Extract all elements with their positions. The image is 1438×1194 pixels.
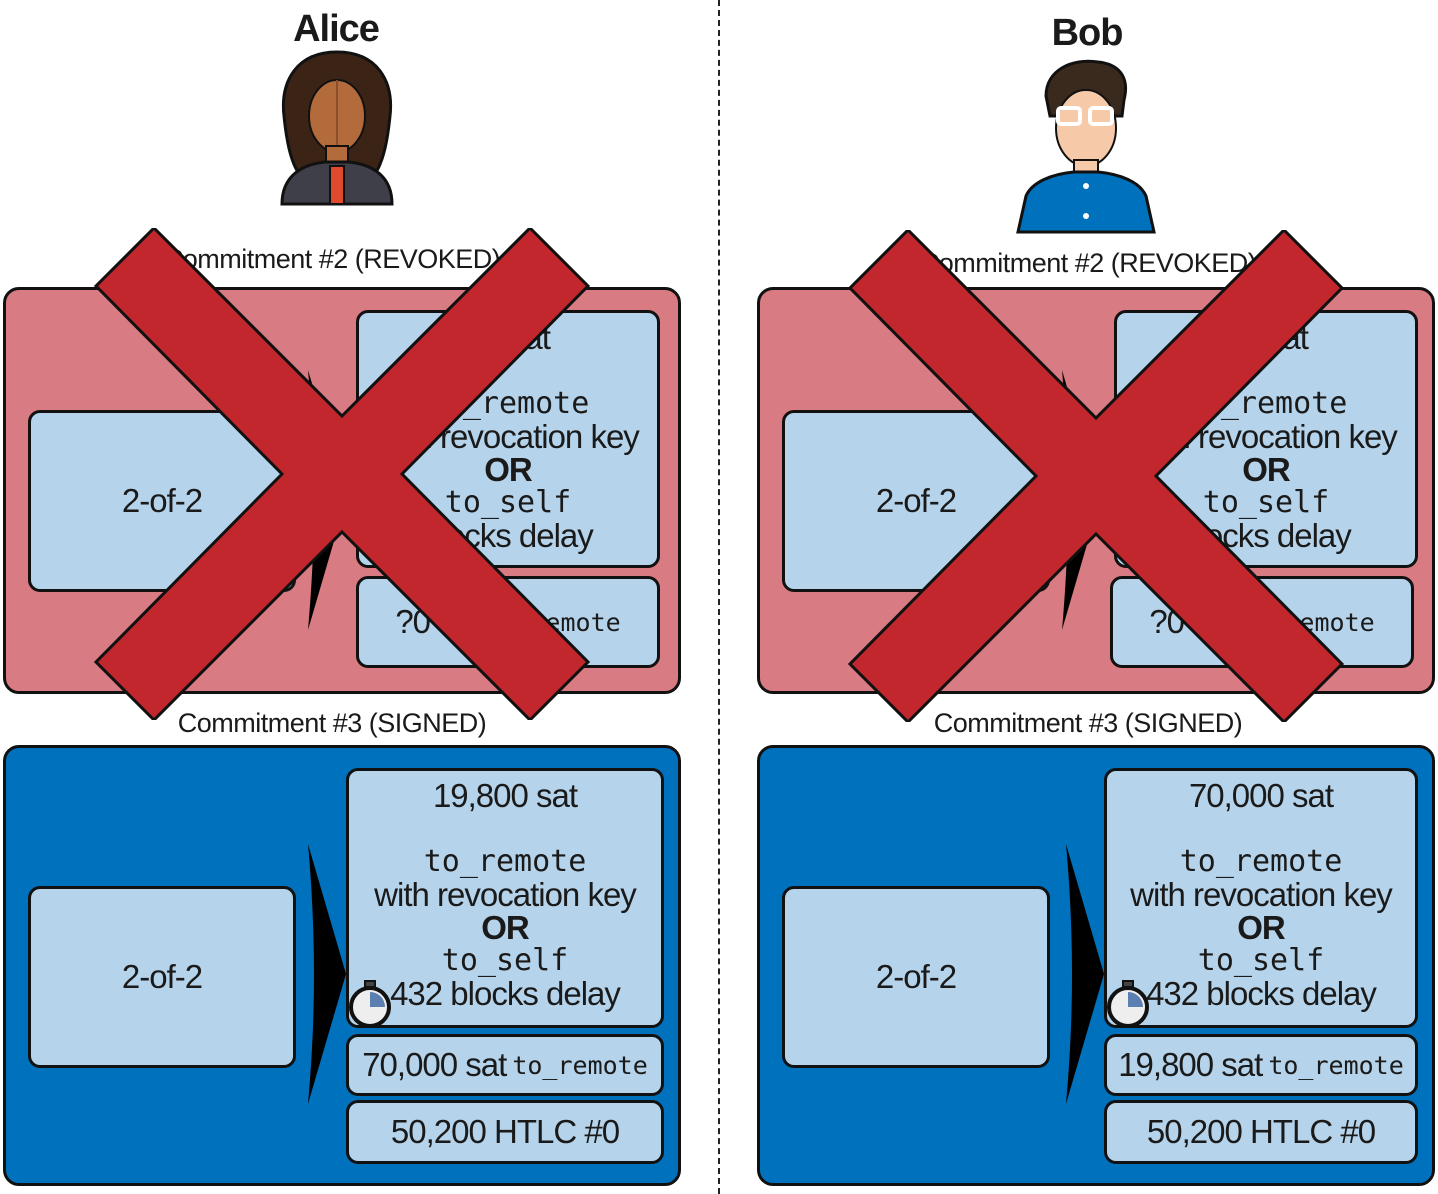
output-to-self: to_self (441, 943, 569, 978)
funding-label: 2-of-2 (121, 958, 203, 995)
output-revocation: with revocation key (1130, 876, 1393, 913)
output-to-self: to_self (444, 485, 572, 520)
output-or: OR (1242, 451, 1291, 488)
output-or: OR (1237, 909, 1286, 946)
arrow-icon (302, 844, 350, 1104)
output-dest: to_remote (1268, 1050, 1404, 1080)
bob-signed-output1: 70,000 sat to_remote with revocation key… (1104, 768, 1418, 1028)
output-amount: 70,000 sat (1188, 777, 1334, 814)
alice-revoked-label: Commitment #2 (REVOKED) (163, 244, 501, 274)
funding-label: 2-of-2 (121, 482, 203, 519)
output-htlc: 50,200 HTLC #0 (1146, 1113, 1376, 1150)
stopwatch-icon (348, 980, 392, 1028)
output-or: OR (484, 451, 533, 488)
output-htlc: 50,200 HTLC #0 (390, 1113, 620, 1150)
bob-revoked-label: Commitment #2 (REVOKED) (919, 248, 1257, 278)
alice-signed-panel: 2-of-2 19,800 sat to_remote with revocat… (3, 745, 681, 1186)
alice-signed-output1: 19,800 sat to_remote with revocation key… (346, 768, 664, 1028)
output-to-self: to_self (1202, 485, 1330, 520)
output-amount: 70,000 sat (362, 1046, 507, 1083)
funding-label: 2-of-2 (875, 958, 957, 995)
output-to-self: to_self (1197, 943, 1325, 978)
output-amount: 19,800 sat (1118, 1046, 1263, 1083)
cross-mark-icon (92, 228, 592, 720)
alice-signed-funding-box: 2-of-2 (28, 886, 296, 1068)
cross-mark-icon (846, 230, 1346, 722)
alice-name: Alice (293, 8, 380, 50)
output-delay: 432 blocks delay (390, 975, 621, 1012)
output-dest: to_remote (512, 1050, 648, 1080)
arrow-icon (1060, 844, 1108, 1104)
stopwatch-icon (1106, 980, 1150, 1028)
bob-signed-label: Commitment #3 (SIGNED) (933, 708, 1243, 738)
output-revocation: with revocation key (374, 876, 637, 913)
output-to-remote: to_remote (423, 844, 587, 879)
alice-signed-output3: 50,200 HTLC #0 (346, 1100, 664, 1164)
output-amount: 19,800 sat (432, 777, 578, 814)
alice-signed-label: Commitment #3 (SIGNED) (177, 708, 487, 738)
output-delay: 432 blocks delay (1146, 975, 1377, 1012)
party-divider (718, 0, 720, 1194)
alice-avatar-icon (262, 46, 412, 206)
bob-signed-output3: 50,200 HTLC #0 (1104, 1100, 1418, 1164)
output-or: OR (481, 909, 530, 946)
alice-signed-output2: 70,000 sat to_remote (346, 1034, 664, 1096)
bob-avatar-icon (1012, 56, 1162, 234)
bob-signed-output2: 19,800 sat to_remote (1104, 1034, 1418, 1096)
bob-signed-funding-box: 2-of-2 (782, 886, 1050, 1068)
funding-label: 2-of-2 (875, 482, 957, 519)
output-to-remote: to_remote (1179, 844, 1343, 879)
bob-name: Bob (1051, 12, 1124, 54)
bob-signed-panel: 2-of-2 70,000 sat to_remote with revocat… (757, 745, 1435, 1186)
